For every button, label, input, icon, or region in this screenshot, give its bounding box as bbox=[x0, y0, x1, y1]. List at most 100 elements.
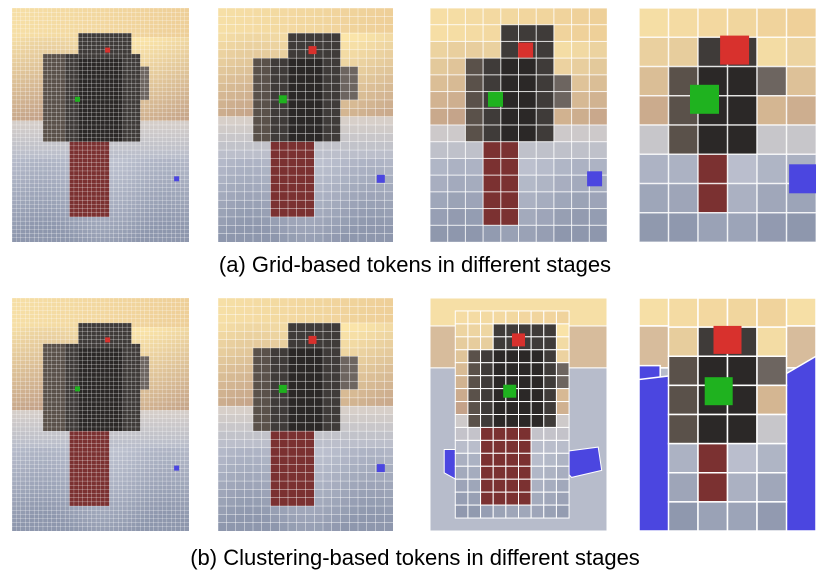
token-cell bbox=[60, 335, 66, 341]
token-cell bbox=[305, 233, 315, 242]
token-cell bbox=[140, 326, 146, 332]
token-cell bbox=[785, 8, 816, 39]
token-cell bbox=[149, 306, 155, 311]
token-cell bbox=[244, 74, 254, 84]
token-cell bbox=[20, 497, 26, 503]
token-cell bbox=[171, 335, 177, 341]
token-cell bbox=[82, 326, 88, 332]
token-cell bbox=[366, 158, 377, 168]
token-cell bbox=[349, 41, 359, 51]
token-cell bbox=[42, 99, 48, 105]
token-cell bbox=[16, 32, 22, 38]
token-cell bbox=[464, 24, 484, 43]
token-cell bbox=[162, 237, 168, 242]
token-cell bbox=[113, 306, 119, 311]
token-cell bbox=[47, 406, 53, 411]
token-cell bbox=[91, 493, 97, 499]
token-cell bbox=[38, 74, 44, 80]
token-cell bbox=[64, 381, 70, 386]
token-cell bbox=[118, 91, 124, 97]
token-cell bbox=[100, 356, 106, 361]
token-cell bbox=[78, 183, 84, 189]
token-cell bbox=[144, 335, 150, 341]
token-cell bbox=[235, 66, 245, 76]
token-cell bbox=[122, 343, 128, 349]
token-cell bbox=[118, 87, 124, 93]
token-cell bbox=[16, 37, 22, 42]
token-cell bbox=[447, 141, 467, 160]
token-cell bbox=[118, 170, 124, 176]
token-cell bbox=[366, 174, 377, 185]
token-cell bbox=[252, 208, 263, 218]
token-cell bbox=[149, 485, 155, 490]
token-cell bbox=[149, 62, 155, 67]
token-cell bbox=[82, 8, 88, 13]
token-cell bbox=[91, 310, 97, 316]
token-cell bbox=[73, 116, 79, 122]
token-cell bbox=[153, 28, 159, 34]
token-cell bbox=[166, 447, 172, 453]
token-cell bbox=[430, 208, 449, 227]
token-cell bbox=[91, 233, 97, 239]
token-cell bbox=[20, 464, 26, 470]
token-cell bbox=[184, 45, 189, 51]
token-cell bbox=[218, 183, 228, 193]
token-cell bbox=[244, 82, 254, 93]
token-cell bbox=[366, 199, 377, 210]
token-cell bbox=[218, 116, 228, 126]
token-cell bbox=[157, 447, 163, 453]
token-cell bbox=[135, 468, 141, 474]
token-cell bbox=[25, 16, 31, 21]
token-cell bbox=[464, 91, 484, 110]
token-cell bbox=[29, 468, 35, 474]
token-cell bbox=[95, 443, 101, 449]
token-cell bbox=[12, 472, 17, 478]
token-cell bbox=[756, 65, 788, 97]
token-cell bbox=[29, 129, 35, 134]
token-cell bbox=[571, 107, 591, 126]
token-cell bbox=[149, 103, 155, 109]
token-cell bbox=[131, 32, 137, 38]
token-cell bbox=[29, 99, 35, 105]
token-cell bbox=[184, 91, 189, 97]
token-cell bbox=[51, 16, 57, 21]
token-cell bbox=[69, 53, 75, 59]
token-cell bbox=[140, 195, 146, 201]
token-cell bbox=[305, 82, 315, 93]
token-cell bbox=[175, 489, 181, 494]
token-cell bbox=[179, 376, 186, 382]
token-cell bbox=[73, 204, 79, 210]
token-cell bbox=[375, 41, 385, 51]
token-cell bbox=[20, 410, 26, 415]
token-cell bbox=[113, 493, 119, 499]
token-cell bbox=[69, 57, 75, 63]
token-cell bbox=[33, 66, 39, 72]
token-cell bbox=[135, 133, 141, 138]
token-cell bbox=[38, 99, 44, 105]
token-cell bbox=[33, 195, 39, 201]
token-cell bbox=[29, 472, 35, 478]
token-cell bbox=[270, 183, 280, 193]
token-cell bbox=[535, 40, 555, 59]
token-cell bbox=[95, 149, 101, 155]
token-cell bbox=[162, 368, 168, 374]
token-cell bbox=[122, 220, 128, 226]
token-cell bbox=[166, 356, 172, 361]
token-cell bbox=[153, 41, 159, 47]
token-cell bbox=[122, 137, 128, 143]
token-cell bbox=[91, 356, 97, 361]
token-cell bbox=[95, 158, 101, 164]
token-cell bbox=[60, 476, 66, 482]
token-cell bbox=[184, 37, 189, 42]
token-cell bbox=[91, 389, 97, 395]
token-cell bbox=[69, 489, 75, 494]
token-cell bbox=[29, 360, 35, 366]
token-cell bbox=[100, 381, 106, 386]
token-cell bbox=[16, 310, 22, 316]
token-cell bbox=[122, 133, 128, 138]
token-cell bbox=[366, 74, 377, 84]
token-cell bbox=[153, 451, 159, 457]
token-cell bbox=[38, 108, 44, 113]
token-cell bbox=[12, 237, 17, 242]
token-cell bbox=[42, 20, 48, 26]
